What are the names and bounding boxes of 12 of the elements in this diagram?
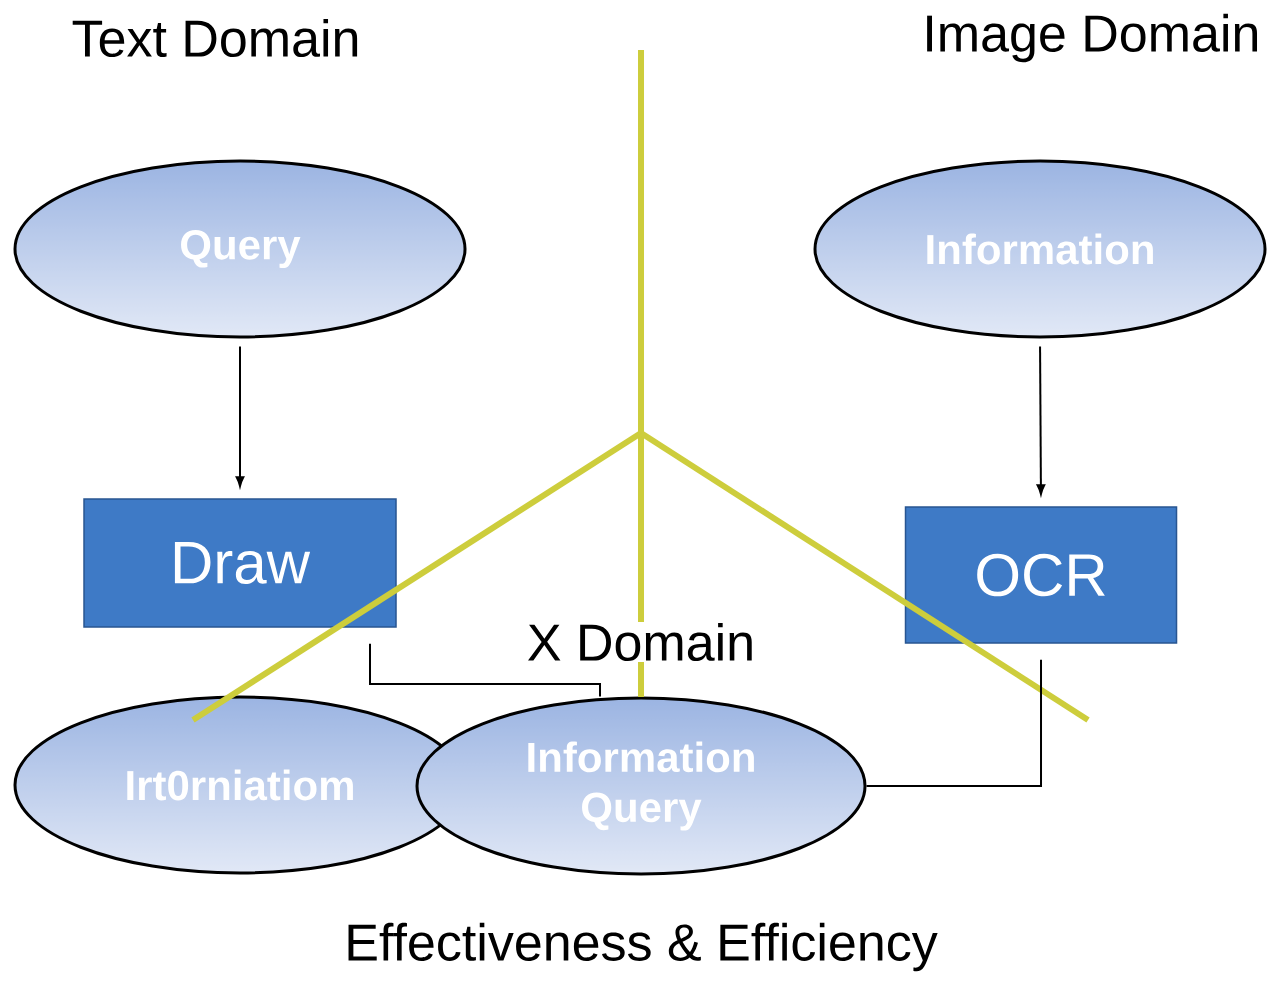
connector-arrow bbox=[235, 345, 245, 487]
ellipse-node: Information Query bbox=[415, 696, 867, 876]
ellipse-node: Information bbox=[813, 159, 1267, 339]
domain-label: Image Domain bbox=[927, 13, 1257, 63]
process-box: Draw bbox=[83, 498, 397, 628]
connector-arrow bbox=[1036, 345, 1046, 495]
domain-label: Text Domain bbox=[72, 18, 358, 58]
ellipse-node: Irt0rniatiom bbox=[13, 695, 467, 875]
domain-label: X Domain bbox=[525, 621, 757, 663]
process-box: OCR bbox=[904, 506, 1178, 644]
domain-label: Effectiveness & Efficiency bbox=[348, 922, 938, 972]
ellipse-node: Query bbox=[13, 159, 467, 339]
